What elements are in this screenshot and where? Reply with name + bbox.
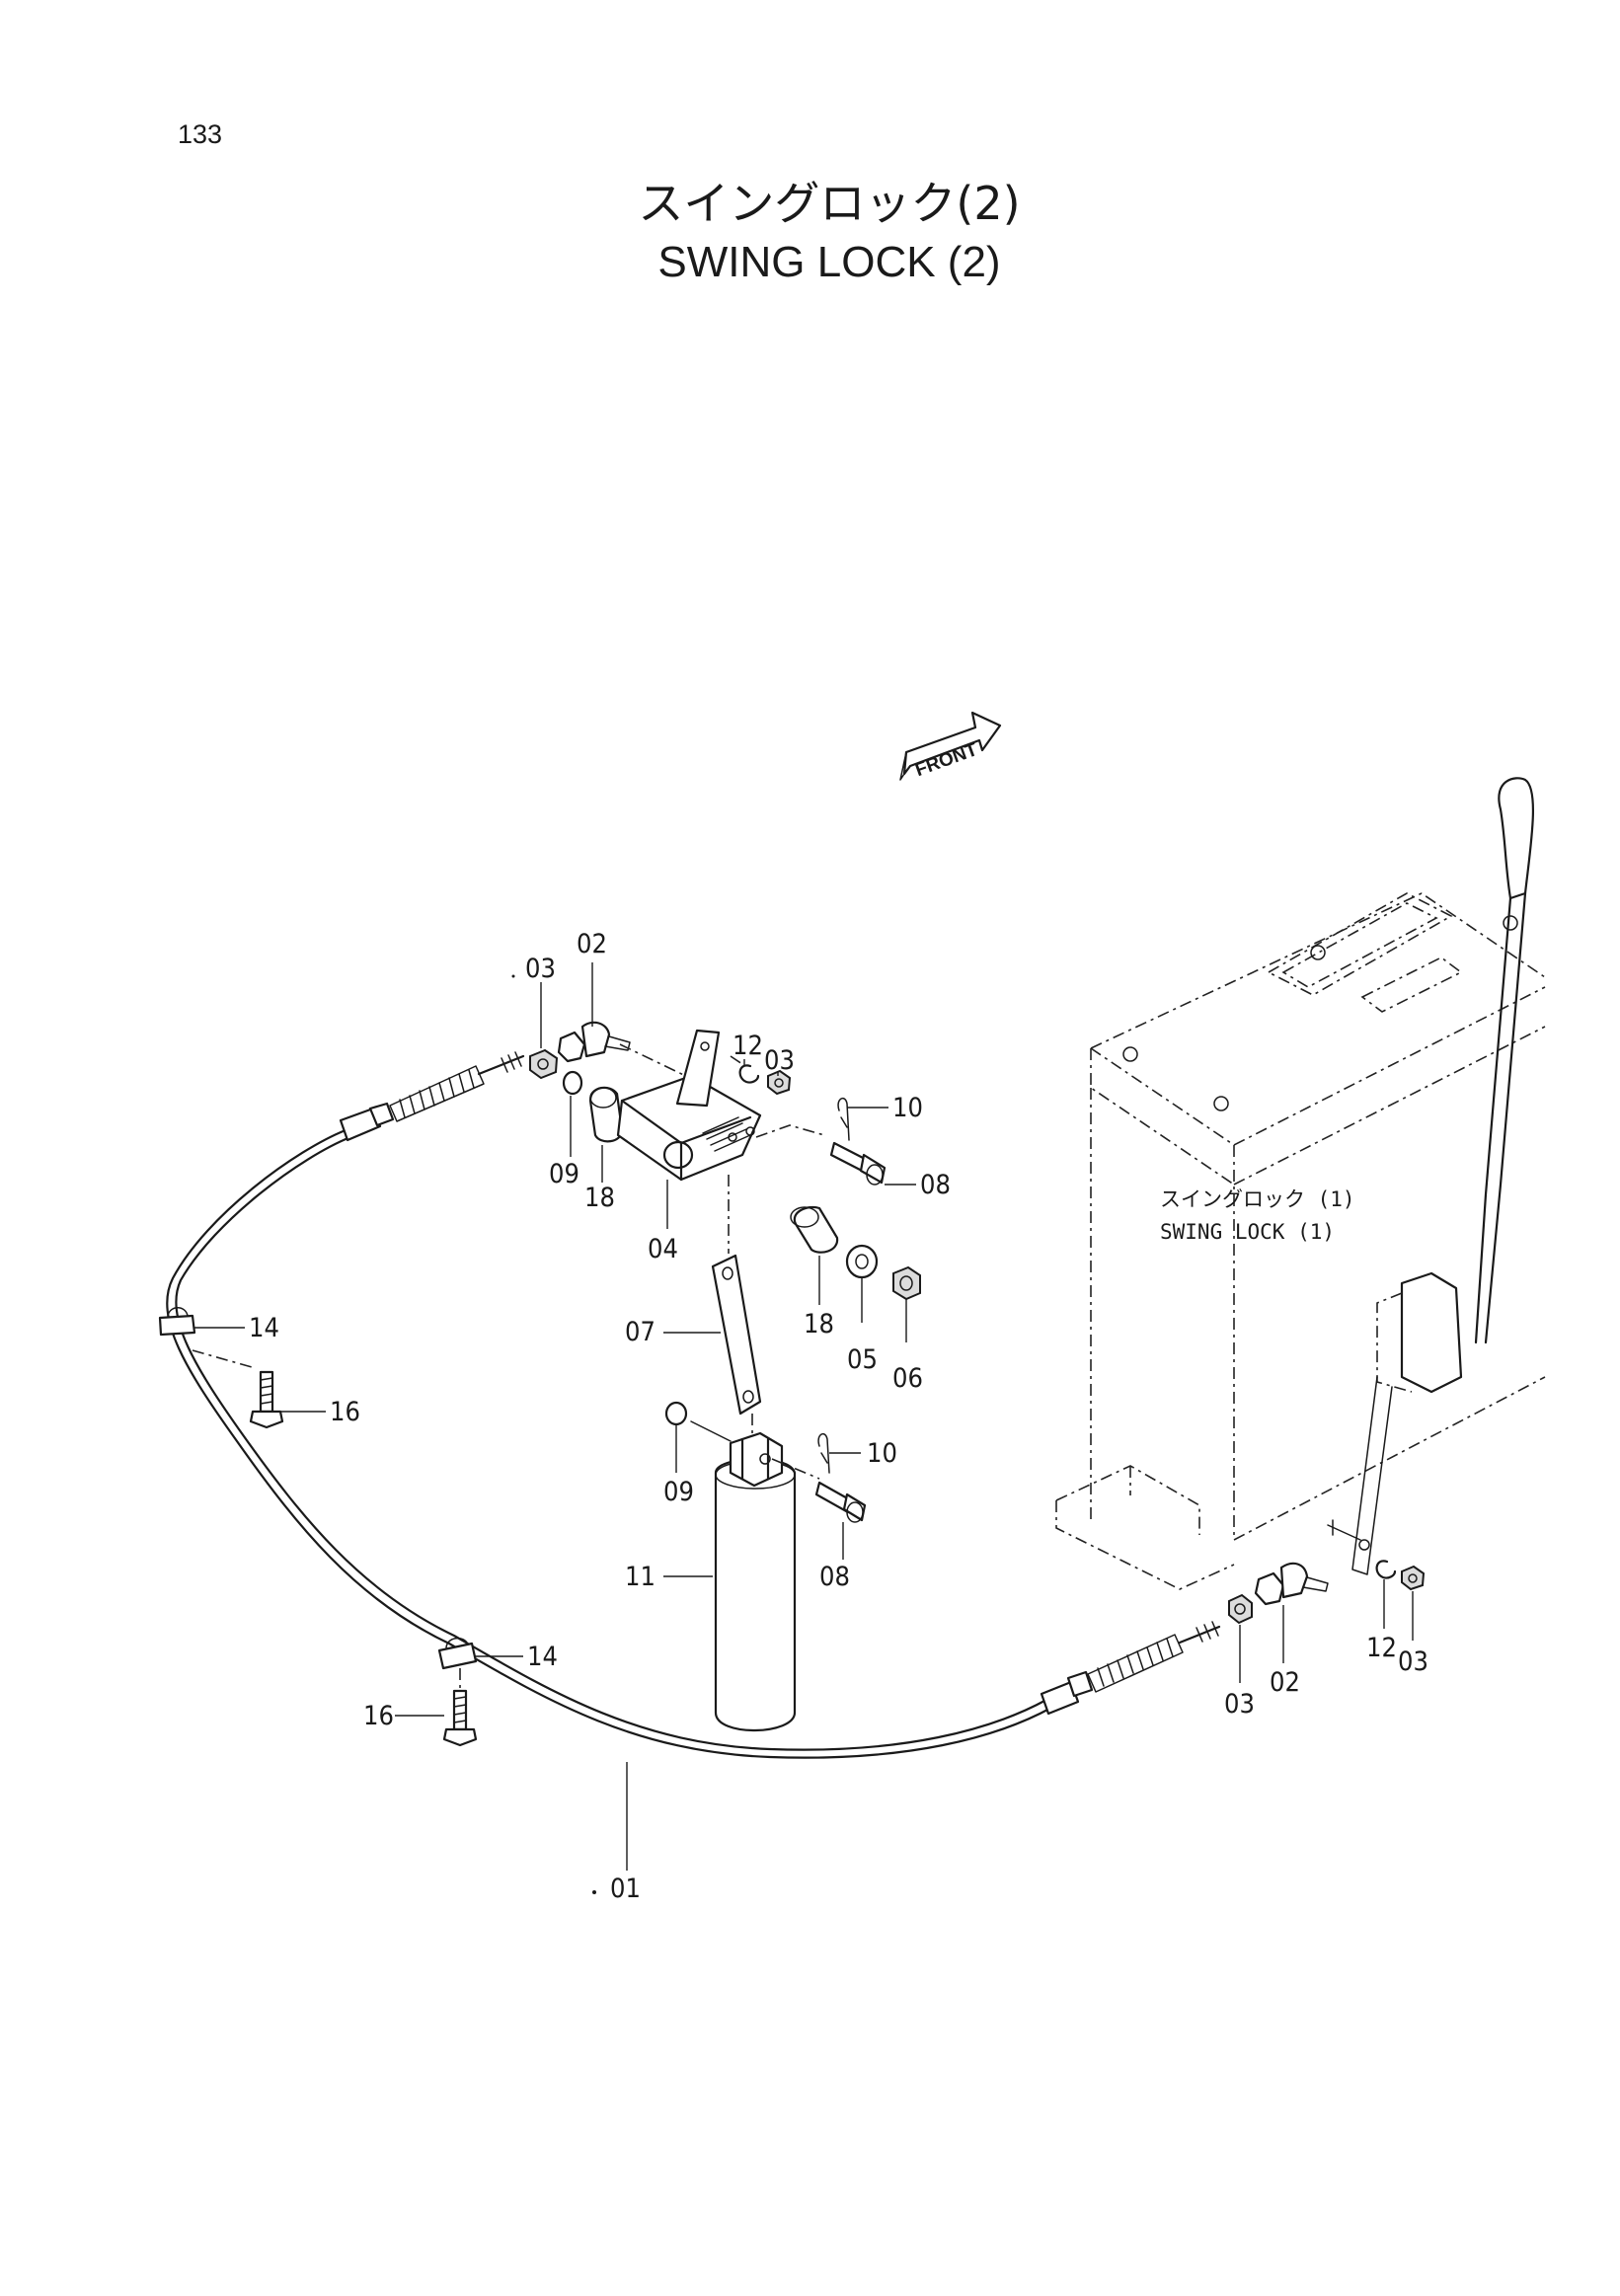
part-label-16: 16: [330, 1397, 360, 1427]
lower-pin-icon: [814, 1432, 867, 1523]
reference-label-en: SWING LOCK (1): [1160, 1220, 1335, 1244]
part-label-18: 18: [584, 1183, 615, 1213]
part-label-07: 07: [625, 1317, 656, 1347]
part-label-10b: 10: [867, 1438, 897, 1469]
part-label-14b: 14: [527, 1642, 558, 1672]
page-number: 133: [178, 119, 222, 149]
part-label-03c: 03: [1224, 1689, 1255, 1720]
part-label-08: 08: [920, 1170, 951, 1200]
title-japanese: スイングロック(2): [638, 177, 1020, 230]
part-label-11: 11: [625, 1562, 656, 1592]
clamp-lower-icon: [437, 1637, 478, 1670]
part-label-06: 06: [892, 1363, 923, 1394]
part-label-03d: 03: [1398, 1646, 1428, 1677]
lever-bracket: [616, 1029, 825, 1182]
lock-cylinder: [714, 1431, 820, 1732]
link-plate: [711, 1175, 762, 1451]
part-label-09: 09: [549, 1159, 579, 1189]
upper-mid-fittings: [738, 1064, 792, 1096]
part-label-03b: 03: [764, 1045, 795, 1076]
lower-right-fittings: [790, 1205, 921, 1301]
upper-fittings: [529, 1021, 697, 1143]
part-label-05: 05: [847, 1344, 878, 1375]
part-label-12b: 12: [1366, 1633, 1397, 1663]
control-cable: [166, 1051, 1221, 1759]
title-english: SWING LOCK (2): [657, 238, 1000, 286]
part-label-16b: 16: [363, 1701, 394, 1731]
dot-marker-2: [511, 974, 515, 978]
bolt-upper-icon: [249, 1370, 284, 1429]
part-labels: 03 02 12 03 10 08 09 18 04 18 05 06 07 0…: [249, 929, 1428, 1904]
part-label-14: 14: [249, 1313, 279, 1343]
part-label-03: 03: [525, 954, 556, 984]
lock-lever: [1327, 777, 1534, 1575]
dot-marker: [592, 1890, 596, 1894]
part-label-08b: 08: [819, 1562, 850, 1592]
lower-e-ring-icon: [664, 1401, 688, 1426]
part-label-04: 04: [648, 1234, 678, 1264]
part-label-02b: 02: [1270, 1667, 1300, 1698]
lower-end-fittings: [1228, 1560, 1426, 1625]
part-label-10: 10: [892, 1093, 923, 1123]
part-label-09b: 09: [663, 1477, 694, 1507]
upper-pin-icon: [829, 1097, 887, 1186]
leader-lines: [193, 962, 1414, 1871]
reference-label-jp: スイングロック (1): [1160, 1187, 1355, 1211]
part-label-12: 12: [733, 1031, 763, 1061]
part-label-01: 01: [610, 1874, 641, 1904]
bolt-lower-icon: [442, 1689, 478, 1747]
console-housing: [1055, 892, 1546, 1590]
part-label-18b: 18: [804, 1309, 834, 1339]
front-arrow-icon: FRONT: [899, 711, 1002, 781]
clamp-upper-icon: [158, 1307, 196, 1337]
part-label-02: 02: [577, 929, 607, 959]
